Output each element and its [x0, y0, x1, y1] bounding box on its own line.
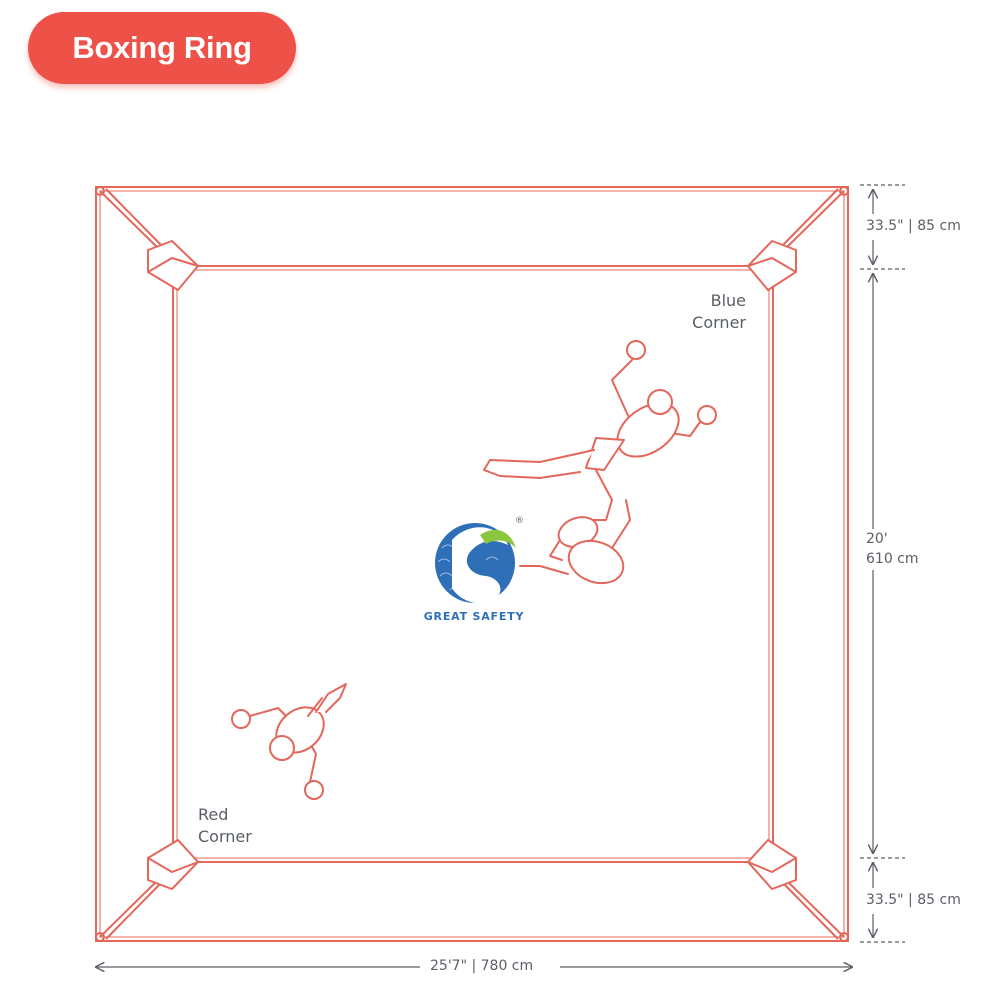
ring-ropes-inner — [176, 269, 770, 859]
inner-dimension-cm: 610 cm — [866, 551, 919, 567]
boxer-blue-figure — [483, 340, 717, 585]
corner-pad-bottom-right — [746, 838, 797, 891]
logo-leaf — [480, 529, 516, 548]
apron-dimension-top: 33.5" | 85 cm — [866, 218, 961, 234]
title-badge: Boxing Ring — [28, 12, 296, 84]
corner-pad-bottom-left — [147, 838, 200, 891]
logo-text: GREAT SAFETY — [423, 610, 525, 623]
blue-corner-label-line1: Blue — [710, 291, 746, 310]
blue-corner-label: Blue Corner — [686, 290, 746, 334]
inner-dimension: 20' 610 cm — [866, 529, 919, 569]
inner-dimension-ft: 20' — [866, 531, 888, 547]
ring-platform-inner-edge — [99, 190, 845, 938]
great-safety-logo — [435, 523, 516, 604]
corner-bolt — [95, 186, 105, 196]
corner-stays — [99, 188, 845, 940]
ring — [95, 186, 849, 942]
page-title: Boxing Ring — [72, 30, 252, 65]
corner-bolt — [839, 932, 849, 942]
ring-ropes — [172, 265, 774, 863]
ring-platform — [95, 186, 849, 942]
blue-corner-label-line2: Corner — [692, 313, 746, 332]
dimension-lines — [96, 184, 905, 967]
overall-width-dimension: 25'7" | 780 cm — [426, 958, 538, 974]
red-corner-label: Red Corner — [198, 804, 252, 848]
red-corner-label-line2: Corner — [198, 827, 252, 846]
corner-bolt — [95, 932, 105, 942]
apron-dimension-bottom: 33.5" | 85 cm — [866, 892, 961, 908]
corner-pad-top-left — [147, 239, 200, 292]
red-corner-label-line1: Red — [198, 805, 229, 824]
corner-bolt — [839, 186, 849, 196]
registered-mark: ® — [515, 516, 524, 526]
logo-swirl — [452, 527, 508, 604]
corner-pad-top-right — [746, 239, 797, 292]
boxer-red-figure — [231, 683, 347, 800]
